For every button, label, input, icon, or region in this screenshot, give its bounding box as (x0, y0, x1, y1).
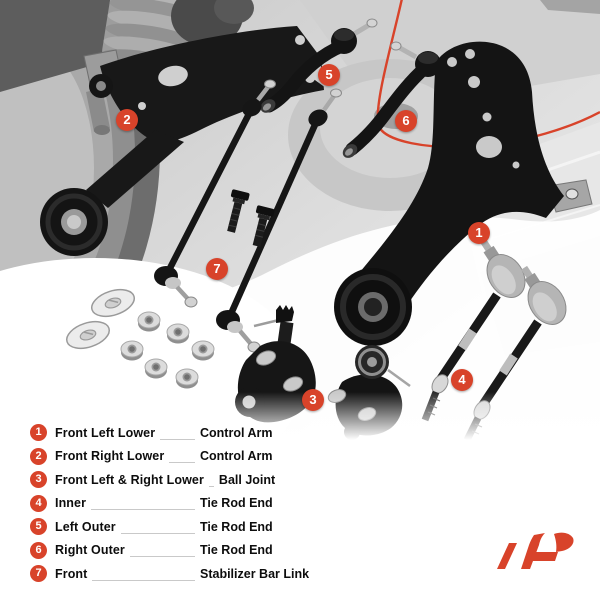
legend-row: 2 Front Right Lower Control Arm (30, 445, 322, 469)
legend-row: 7 Front Stabilizer Bar Link (30, 562, 322, 586)
leader-line (92, 579, 195, 581)
legend-position-label: Front Left Lower (55, 425, 156, 440)
legend-position-label: Left Outer (55, 519, 116, 534)
lock-nuts (120, 311, 215, 389)
legend-number-badge: 6 (30, 541, 47, 559)
legend-number-badge: 4 (30, 494, 47, 512)
legend-position-label: Right Outer (55, 543, 125, 558)
control-arm-front-right (334, 41, 593, 346)
product-photo (0, 0, 600, 440)
legend-part-name: Tie Rod End (200, 496, 273, 511)
leader-line (120, 532, 195, 534)
legend-number-badge: 1 (30, 424, 47, 442)
brand-logo-ap-icon (497, 532, 574, 569)
legend-number-badge: 7 (30, 565, 47, 583)
part-marker-1: 1 (468, 222, 490, 244)
leader-line (91, 509, 195, 510)
leader-line (129, 556, 195, 557)
stabilizer-bar-links (154, 79, 342, 353)
legend-position-label: Front (55, 566, 88, 581)
legend-position-label: Front Left & Right Lower (55, 472, 204, 487)
part-marker-4: 4 (451, 369, 473, 391)
legend-row: 1 Front Left Lower Control Arm (30, 421, 322, 445)
legend-part-name: Tie Rod End (200, 519, 273, 534)
tie-rod-end-left-outer (260, 18, 378, 113)
part-marker-2: 2 (116, 109, 138, 131)
legend-part-name: Control Arm (200, 425, 273, 440)
inner-tie-rods (421, 238, 567, 440)
part-marker-5: 5 (318, 64, 340, 86)
washers (66, 288, 135, 350)
photo-bottom-fade (0, 392, 600, 440)
red-accent-curve (376, 0, 600, 149)
legend-row: 6 Right Outer Tie Rod End (30, 539, 322, 563)
part-marker-6: 6 (395, 110, 417, 132)
legend-position-label: Inner (55, 496, 87, 511)
leader-line (160, 438, 195, 440)
legend-number-badge: 5 (30, 518, 47, 536)
legend-part-name: Stabilizer Bar Link (200, 566, 310, 581)
leader-line (208, 485, 214, 487)
legend-part-name: Tie Rod End (200, 543, 273, 558)
part-marker-3: 3 (302, 389, 324, 411)
legend-row: 3 Front Left & Right Lower Ball Joint (30, 468, 322, 492)
bolts (227, 189, 275, 247)
leader-line (169, 462, 195, 463)
parts-legend: 1 Front Left Lower Control Arm 2 Front R… (30, 421, 322, 586)
part-marker-7: 7 (206, 258, 228, 280)
legend-part-name: Ball Joint (218, 472, 276, 487)
tie-rod-end-right-outer (342, 41, 441, 158)
legend-part-name: Control Arm (200, 449, 273, 464)
legend-position-label: Front Right Lower (55, 449, 165, 464)
legend-row: 5 Left Outer Tie Rod End (30, 515, 322, 539)
legend-number-badge: 2 (30, 447, 47, 465)
legend-number-badge: 3 (30, 471, 47, 489)
legend-row: 4 Inner Tie Rod End (30, 492, 322, 516)
